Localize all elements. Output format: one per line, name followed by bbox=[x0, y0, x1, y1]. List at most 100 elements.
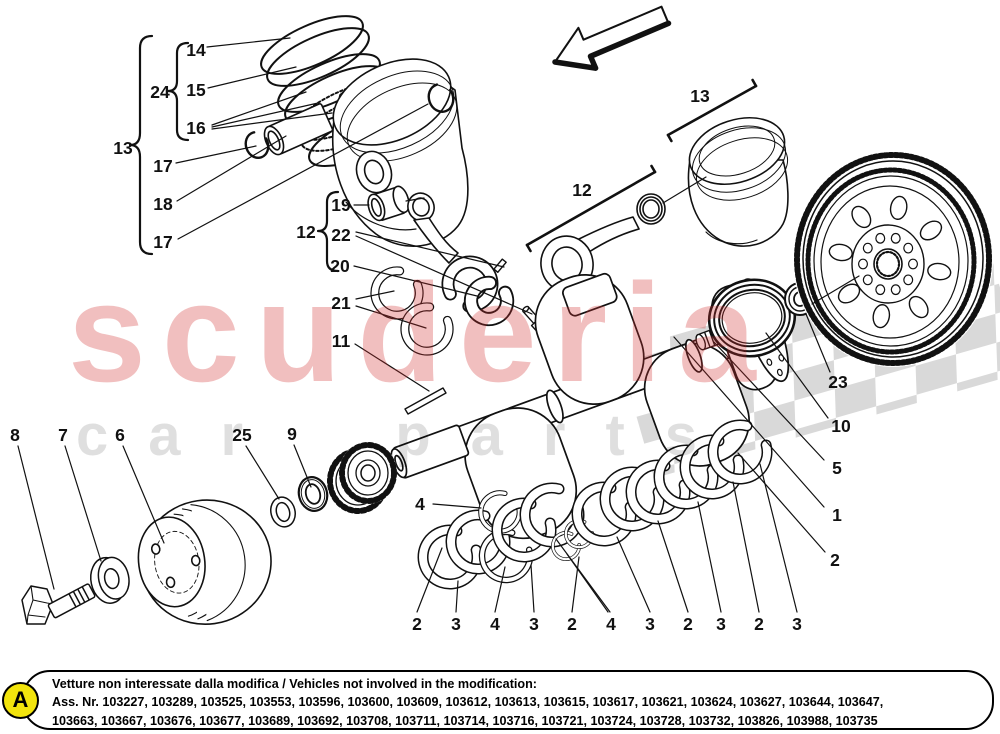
note-badge: A bbox=[2, 682, 39, 719]
leader-line bbox=[211, 112, 333, 130]
bracket-12 bbox=[316, 190, 340, 273]
leader-line bbox=[555, 538, 611, 613]
callout-25: 25 bbox=[232, 425, 252, 445]
callout-18: 18 bbox=[153, 194, 173, 214]
flywheel-bolt-hole bbox=[890, 232, 901, 244]
callout-8: 8 bbox=[10, 425, 20, 445]
callout-4: 4 bbox=[490, 614, 500, 634]
flywheel-hole bbox=[828, 243, 853, 262]
pulley-bolt bbox=[21, 583, 96, 625]
leader-line bbox=[17, 445, 55, 590]
bracket-13 bbox=[128, 34, 154, 256]
callout-16: 16 bbox=[186, 118, 206, 138]
leader-line bbox=[122, 445, 165, 544]
leader-line bbox=[530, 564, 535, 613]
leader-line bbox=[355, 235, 533, 315]
leader-line bbox=[293, 444, 312, 488]
callout-1: 1 bbox=[832, 505, 842, 525]
note-assembly-line-1: Ass. Nr. 103227, 103289, 103525, 103553,… bbox=[52, 695, 884, 710]
spacer-ring bbox=[270, 496, 296, 528]
leader-line bbox=[805, 313, 831, 373]
bracket-24 bbox=[166, 41, 190, 142]
callout-4: 4 bbox=[606, 614, 616, 634]
piston-pin bbox=[263, 103, 334, 156]
callout-21: 21 bbox=[331, 293, 351, 313]
leader-line bbox=[207, 66, 297, 89]
note-assembly-line-2: 103663, 103667, 103676, 103677, 103689, … bbox=[52, 713, 878, 728]
flywheel-bolt-hole bbox=[903, 274, 914, 286]
leader-line bbox=[732, 481, 760, 613]
leader-line bbox=[713, 341, 825, 461]
callout-20: 20 bbox=[330, 256, 350, 276]
leader-line bbox=[353, 265, 478, 297]
leader-line bbox=[64, 445, 102, 562]
woodruff-key bbox=[404, 387, 447, 415]
callout-3: 3 bbox=[645, 614, 655, 634]
leader-line bbox=[494, 566, 506, 613]
leader-line bbox=[175, 145, 257, 164]
callout-12: 12 bbox=[296, 222, 316, 242]
leader-line bbox=[405, 197, 425, 202]
leader-line bbox=[759, 463, 798, 613]
flywheel-hole bbox=[919, 220, 943, 241]
callout-22: 22 bbox=[331, 225, 351, 245]
callout-23: 23 bbox=[828, 372, 848, 392]
rod-big-end bbox=[441, 255, 499, 313]
leader-line bbox=[673, 336, 825, 508]
callout-13: 13 bbox=[113, 138, 133, 158]
leader-line bbox=[177, 103, 429, 240]
leader-line bbox=[355, 290, 395, 300]
leader-line bbox=[432, 503, 482, 509]
bracket-13-assembled bbox=[666, 78, 758, 143]
note-text: Vetture non interessate dalla modifica /… bbox=[52, 675, 982, 730]
exploded-parts-figure: 1415161718172413192220122111121387625942… bbox=[10, 5, 1000, 634]
leader-line bbox=[354, 343, 430, 392]
callout-3: 3 bbox=[792, 614, 802, 634]
leader-line bbox=[571, 556, 580, 613]
crankshaft-pulley bbox=[137, 499, 272, 626]
callout-11: 11 bbox=[332, 331, 351, 351]
flywheel-hole bbox=[927, 262, 952, 281]
note-banner: A Vetture non interessate dalla modifica… bbox=[2, 670, 994, 730]
flywheel bbox=[793, 151, 993, 367]
leader-line bbox=[765, 332, 829, 419]
flywheel-bolt-hole bbox=[907, 258, 918, 270]
bolt-washer bbox=[89, 556, 130, 604]
callout-2: 2 bbox=[754, 614, 764, 634]
callout-13: 13 bbox=[690, 86, 710, 106]
flywheel-bolt-hole bbox=[862, 274, 873, 286]
leader-lines bbox=[17, 37, 860, 613]
flywheel-bolt-hole bbox=[875, 284, 886, 296]
callout-3: 3 bbox=[716, 614, 726, 634]
group-brackets bbox=[128, 34, 758, 273]
callout-17: 17 bbox=[153, 156, 172, 176]
callout-4: 4 bbox=[415, 494, 425, 514]
callout-14: 14 bbox=[186, 40, 206, 60]
callout-24: 24 bbox=[150, 82, 170, 102]
bracket-12-assembled bbox=[525, 164, 657, 253]
pin-circlips bbox=[244, 83, 455, 159]
leader-line bbox=[206, 37, 291, 48]
flywheel-bolt-hole bbox=[875, 232, 886, 244]
flywheel-bolt-hole bbox=[862, 242, 873, 254]
callout-7: 7 bbox=[58, 425, 68, 445]
flange-bolt-hole bbox=[766, 358, 773, 366]
flywheel-hole bbox=[851, 205, 872, 229]
front-oil-seal bbox=[297, 476, 329, 512]
leader-line bbox=[737, 452, 826, 553]
callout-15: 15 bbox=[186, 80, 206, 100]
flange-bolt-hole bbox=[776, 368, 783, 377]
leader-line bbox=[245, 445, 280, 500]
leader-line bbox=[455, 580, 459, 613]
piston-right bbox=[687, 117, 789, 247]
small-end-bushing bbox=[367, 185, 410, 222]
callout-10: 10 bbox=[831, 416, 851, 436]
callout-2: 2 bbox=[830, 550, 840, 570]
rod-bearing-shells bbox=[372, 268, 452, 354]
callout-9: 9 bbox=[287, 424, 297, 444]
leader-line bbox=[211, 91, 307, 126]
callout-2: 2 bbox=[683, 614, 693, 634]
rod-cap bbox=[463, 275, 515, 327]
